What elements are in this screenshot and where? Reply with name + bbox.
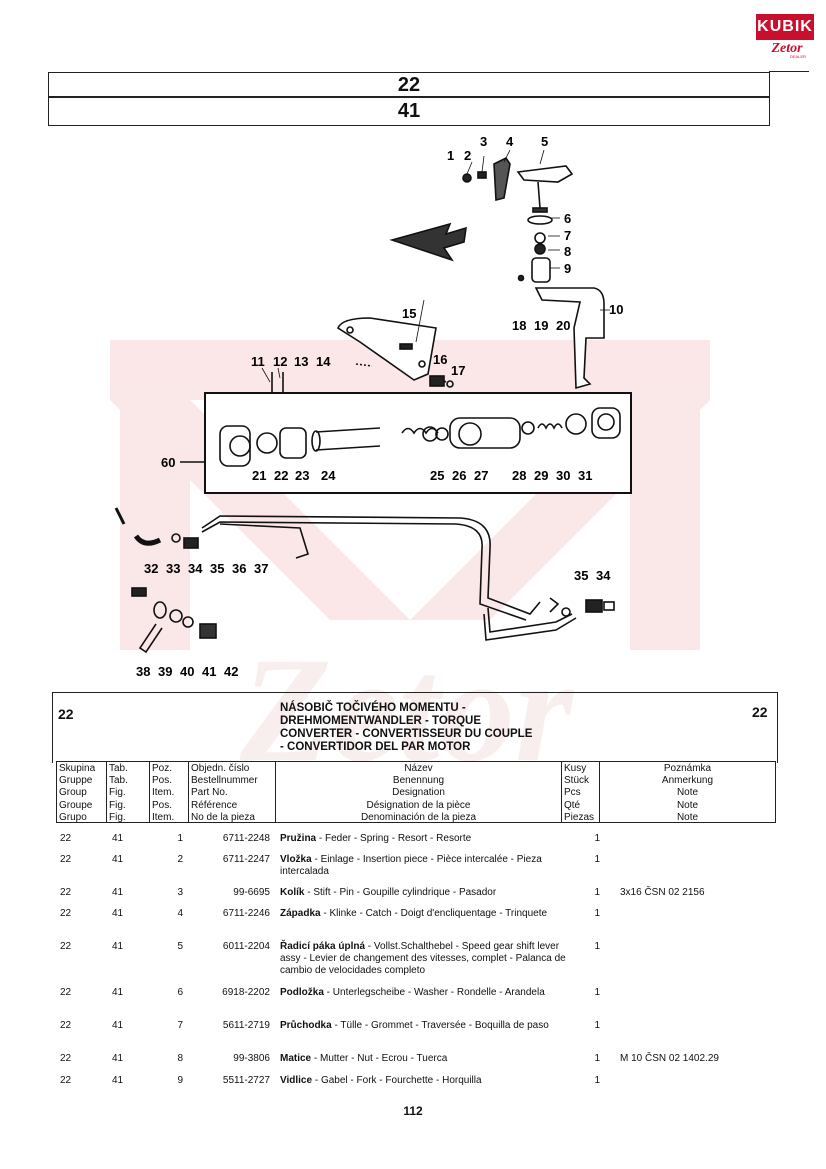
diagram-label-11: 11 <box>251 354 265 369</box>
title-line: NÁSOBIČ TOČIVÉHO MOMENTU - <box>280 702 466 714</box>
diagram-label-16: 16 <box>433 352 447 367</box>
lever-assembly <box>462 156 605 390</box>
diagram-label-34b: 34 <box>596 568 611 583</box>
header-group-number: 22 <box>397 74 421 96</box>
diagram-label-30: 30 <box>556 468 570 483</box>
diagram-label-31: 31 <box>578 468 592 483</box>
lower-fittings <box>131 587 217 654</box>
title-line: - CONVERTIDOR DEL PAR MOTOR <box>280 741 471 753</box>
diagram-label-21: 21 <box>252 468 266 483</box>
diagram-label-23: 23 <box>295 468 309 483</box>
logo-kubik-text: KUBIK <box>756 14 814 40</box>
diagram-label-2: 2 <box>464 148 471 163</box>
diagram-label-42: 42 <box>224 664 238 679</box>
exploded-parts-diagram: 1 2 3 4 5 6 7 8 9 10 18 19 20 15 11 12 1… <box>114 134 632 679</box>
diagram-label-24: 24 <box>321 468 336 483</box>
diagram-label-1: 1 <box>447 148 454 163</box>
diagram-label-29: 29 <box>534 468 548 483</box>
diagram-label-39: 39 <box>158 664 172 679</box>
header-group-box: 22 <box>48 71 809 98</box>
diagram-label-41: 41 <box>202 664 216 679</box>
page-number: 112 <box>403 1104 423 1118</box>
kubik-zetor-logo: KUBIK Zetor DEALER <box>756 14 814 62</box>
diagram-label-40: 40 <box>180 664 194 679</box>
parts-title-box <box>52 692 778 763</box>
diagram-label-36: 36 <box>232 561 246 576</box>
diagram-label-34: 34 <box>188 561 203 576</box>
converter-assembly-box <box>204 392 632 494</box>
header-table-box: 41 <box>48 96 770 126</box>
diagram-label-9: 9 <box>564 261 571 276</box>
diagram-label-17: 17 <box>451 363 465 378</box>
diagram-label-28: 28 <box>512 468 526 483</box>
diagram-label-6: 6 <box>564 211 571 226</box>
diagram-label-3: 3 <box>480 134 487 149</box>
diagram-label-13: 13 <box>294 354 308 369</box>
diagram-label-27: 27 <box>474 468 488 483</box>
header-table-number: 41 <box>397 100 421 122</box>
header-line <box>769 71 809 72</box>
diagram-label-4: 4 <box>506 134 514 149</box>
title-line: DREHMOMENTWANDLER - TORQUE <box>280 715 482 727</box>
diagram-label-25: 25 <box>430 468 444 483</box>
diagram-label-32: 32 <box>144 561 158 576</box>
diagram-label-35b: 35 <box>574 568 588 583</box>
diagram-label-8: 8 <box>564 244 571 259</box>
diagram-label-37: 37 <box>254 561 268 576</box>
title-line: CONVERTER - CONVERTISSEUR DU COUPLE <box>280 728 533 740</box>
diagram-label-19: 19 <box>534 318 548 333</box>
diagram-label-35: 35 <box>210 561 224 576</box>
logo-dealer-text: DEALER <box>790 54 807 59</box>
diagram-label-33: 33 <box>166 561 180 576</box>
diagram-label-5: 5 <box>541 134 548 149</box>
diagram-label-38: 38 <box>136 664 150 679</box>
logo-zetor-text: Zetor <box>771 41 803 56</box>
direction-arrow-icon <box>389 222 467 262</box>
column-header-tab: Tab.Tab.Fig.Fig.Fig. <box>106 761 150 823</box>
diagram-label-20: 20 <box>556 318 570 333</box>
title-group-right: 22 <box>752 704 768 720</box>
bracket-plate <box>337 317 437 381</box>
parts-title: NÁSOBIČ TOČIVÉHO MOMENTU - DREHMOMENTWAN… <box>280 702 532 754</box>
pipe-system <box>114 507 615 641</box>
diagram-label-7: 7 <box>564 228 571 243</box>
diagram-label-18: 18 <box>512 318 526 333</box>
title-group-left: 22 <box>58 706 74 722</box>
diagram-label-26: 26 <box>452 468 466 483</box>
column-header-pos: Poz.Pos.Item.Pos.Item. <box>149 761 189 823</box>
diagram-label-12: 12 <box>273 354 287 369</box>
converter-parts <box>219 407 621 467</box>
diagram-label-15: 15 <box>402 306 416 321</box>
diagram-label-22: 22 <box>274 468 288 483</box>
diagram-label-10: 10 <box>609 302 623 317</box>
diagram-label-14: 14 <box>316 354 331 369</box>
diagram-label-60: 60 <box>161 455 175 470</box>
